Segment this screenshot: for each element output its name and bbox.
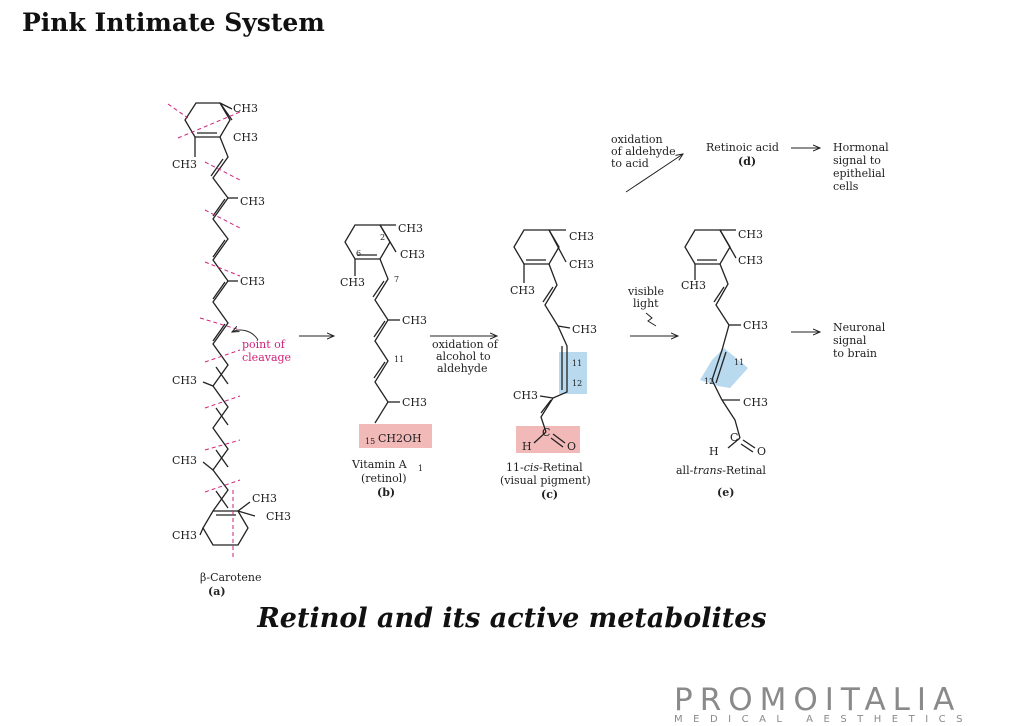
cr-ch3-label: CH3 [569, 230, 594, 243]
aldehyde-highlight [516, 426, 580, 453]
tr-ch3-label: CH3 [743, 396, 768, 409]
step-oxidation-aldehyde: of aldehyde [611, 145, 676, 158]
cis-retinal-letter: (c) [541, 488, 558, 501]
ch2oh-label: CH2OH [378, 432, 422, 445]
vitamin-a-structure [344, 224, 400, 424]
aldehyde-o: O [567, 440, 576, 453]
bc-ch3-label: CH3 [233, 102, 258, 115]
slide-caption: Retinol and its active metabolites [257, 603, 767, 634]
cr-ch3-label: CH3 [510, 284, 535, 297]
bc-ch3-label: CH3 [240, 275, 265, 288]
light-squiggle-icon [645, 312, 657, 327]
cis-retinal-name: 11-cis-Retinal [506, 461, 583, 474]
atom-number-6: 6 [356, 249, 361, 258]
va-ch3-label: CH3 [340, 276, 365, 289]
aldehyde-h: H [709, 445, 719, 458]
cleavage-pointer [232, 330, 259, 341]
tr-ch3-label: CH3 [681, 279, 706, 292]
vitamin-a-subscript: 1 [418, 464, 423, 473]
atom-number-12: 12 [704, 377, 714, 386]
bc-ch3-label: CH3 [172, 454, 197, 467]
aldehyde-h: H [522, 440, 532, 453]
va-ch3-label: CH3 [398, 222, 423, 235]
atom-number-15: 15 [365, 437, 375, 446]
neuronal-signal-label: Neuronal [833, 321, 886, 334]
neuronal-signal-label: to brain [833, 347, 877, 360]
vitamin-a-alt: (retinol) [361, 472, 407, 485]
ch2oh-highlight [359, 424, 432, 448]
hormonal-signal-label: cells [833, 180, 859, 193]
bc-ch3-label: CH3 [172, 374, 197, 387]
va-ch3-label: CH3 [402, 396, 427, 409]
cis-retinal-alt: (visual pigment) [500, 474, 591, 487]
tr-ch3-label: CH3 [743, 319, 768, 332]
bc-ch3-label: CH3 [240, 195, 265, 208]
vitamin-a-name: Vitamin A [351, 458, 408, 471]
cr-ch3-label: CH3 [569, 258, 594, 271]
retinoic-acid-name: Retinoic acid [706, 141, 779, 154]
atom-number-7: 7 [394, 275, 399, 284]
aldehyde-c: C [730, 431, 738, 444]
cleavage-marks [167, 103, 241, 560]
logo-tagline: MEDICAL AESTHETICS [674, 714, 974, 725]
promoitalia-logo: PROMOITALIA MEDICAL AESTHETICS [674, 684, 1014, 726]
atom-number-2: 2 [380, 233, 385, 242]
cis-bond-highlight [559, 352, 587, 394]
hormonal-signal-label: epithelial [833, 167, 886, 180]
va-ch3-label: CH3 [400, 248, 425, 261]
retinoic-acid-letter: (d) [738, 155, 756, 168]
bc-ch3-label: CH3 [233, 131, 258, 144]
beta-carotene-letter: (a) [208, 585, 226, 598]
tr-ch3-label: CH3 [738, 254, 763, 267]
slide-title: Pink Intimate System [22, 8, 325, 37]
bc-ch3-label: CH3 [172, 158, 197, 171]
vitamin-a-letter: (b) [377, 486, 395, 499]
step-oxidation-aldehyde: to acid [611, 157, 649, 170]
cr-ch3-label: CH3 [513, 389, 538, 402]
trans-retinal-structure [684, 229, 756, 453]
beta-carotene-structure [184, 102, 256, 546]
step-oxidation-alcohol: aldehyde [437, 362, 487, 375]
point-of-cleavage-label: point of [242, 338, 286, 351]
beta-carotene-name: β-Carotene [200, 571, 261, 584]
atom-number-12: 12 [572, 379, 582, 388]
cis-retinal-structure [513, 229, 571, 448]
cr-ch3-label: CH3 [572, 323, 597, 336]
tr-ch3-label: CH3 [738, 228, 763, 241]
neuronal-signal-label: signal [833, 334, 867, 347]
trans-retinal-name: all-trans-Retinal [676, 464, 766, 477]
step-visible-light: visible [627, 285, 664, 298]
va-ch3-label: CH3 [402, 314, 427, 327]
step-oxidation-alcohol: alcohol to [436, 350, 491, 363]
logo-wordmark: PROMOITALIA [674, 682, 962, 718]
atom-number-11: 11 [394, 355, 404, 364]
bc-ch3-label: CH3 [266, 510, 291, 523]
step-visible-light: light [633, 297, 659, 310]
step-oxidation-aldehyde: oxidation [611, 133, 663, 146]
point-of-cleavage-label: cleavage [242, 351, 291, 364]
trans-retinal-letter: (e) [717, 486, 734, 499]
aldehyde-c: C [542, 426, 550, 439]
bc-ch3-label: CH3 [252, 492, 277, 505]
step-oxidation-alcohol: oxidation of [432, 338, 499, 351]
atom-number-11: 11 [734, 358, 744, 367]
atom-number-11: 11 [572, 359, 582, 368]
aldehyde-o: O [757, 445, 766, 458]
hormonal-signal-label: signal to [833, 154, 881, 167]
bc-ch3-label: CH3 [172, 529, 197, 542]
hormonal-signal-label: Hormonal [833, 141, 889, 154]
